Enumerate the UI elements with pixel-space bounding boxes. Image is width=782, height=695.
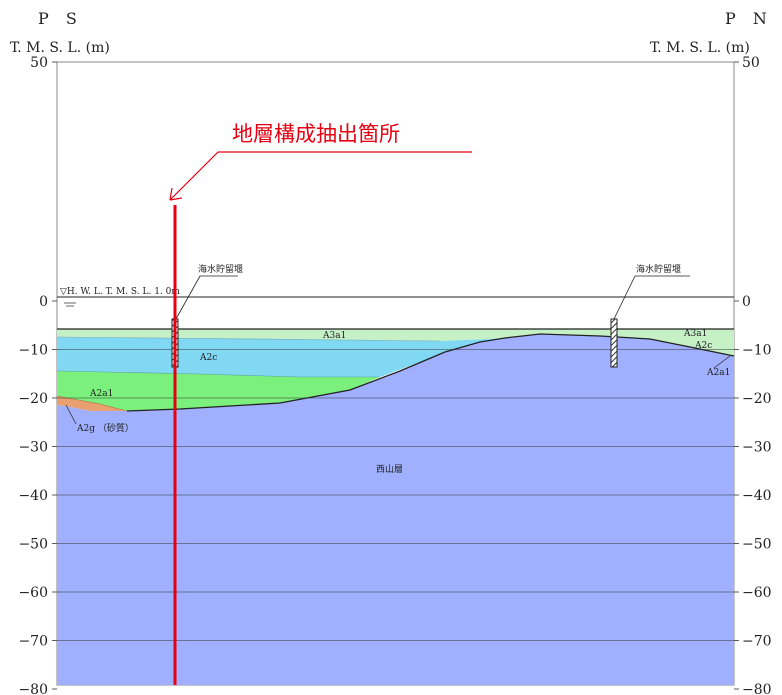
right-tick-label: −30 [742,440,772,456]
layer-a2c [57,334,734,377]
extraction-annotation: 地層構成抽出箇所 [232,122,400,146]
right-section-title: P N [725,9,773,28]
right-tick-label: −10 [742,343,772,359]
label-a2a1: A2a1 [89,389,113,399]
right-axis-ticks: 50 0 −10 −20 −30 −40 −50 −60 −70 −80 [742,55,772,695]
left-tick-label: 0 [39,294,48,310]
left-unit-label: T. M. S. L. (m) [10,40,110,56]
hwl-label: ▽H. W. L. T. M. S. L. 1. 0m [60,287,180,297]
left-tick-label: −60 [18,585,48,601]
right-structure-leader [613,275,636,320]
left-tick-label: −50 [18,537,48,553]
layer-a3a1 [57,329,734,358]
left-tick-label: −20 [18,391,48,407]
layer-boundaries [56,328,735,412]
right-tick-label: −40 [742,488,772,504]
layer-a2g [57,396,127,411]
layer-a2a1 [57,371,380,411]
left-structure-label: 海水貯留堰 [198,263,243,275]
left-axis-ticks: 50 0 −10 −20 −30 −40 −50 −60 −70 −80 [18,55,48,695]
arrow-head-icon [169,187,183,201]
layer-nishiyama [57,334,734,685]
left-tick-label: −10 [18,343,48,359]
label-a2g: A2g （砂質） [76,422,134,434]
left-structure-leader [175,275,201,320]
strata-layers [57,329,734,685]
right-tick-label: 50 [742,55,760,71]
left-tick-label: −40 [18,488,48,504]
annotation-arrow [169,151,219,201]
left-tick-label: −30 [18,440,48,456]
label-a2a1-right: A2a1 [706,368,730,378]
left-tick-label: 50 [30,55,48,71]
left-section-title: P S [38,9,83,28]
left-tick-label: −80 [18,682,48,695]
right-tick-label: 0 [742,294,751,310]
right-seawall-pile [610,318,618,368]
label-a2c: A2c [199,353,217,363]
label-a2c-right: A2c [694,341,712,351]
right-unit-label: T. M. S. L. (m) [650,40,750,56]
right-tick-label: −80 [742,682,772,695]
label-a3a1: A3a1 [322,331,346,341]
right-tick-label: −50 [742,537,772,553]
horizontal-gridlines [52,61,739,690]
left-tick-label: −70 [18,634,48,650]
right-tick-label: −70 [742,634,772,650]
water-level-symbol [64,302,76,307]
label-a3a1-right: A3a1 [683,329,707,339]
label-nishiyama: 西山層 [376,464,403,475]
right-tick-label: −20 [742,391,772,407]
right-structure-label: 海水貯留堰 [636,263,681,275]
right-tick-label: −60 [742,585,772,601]
